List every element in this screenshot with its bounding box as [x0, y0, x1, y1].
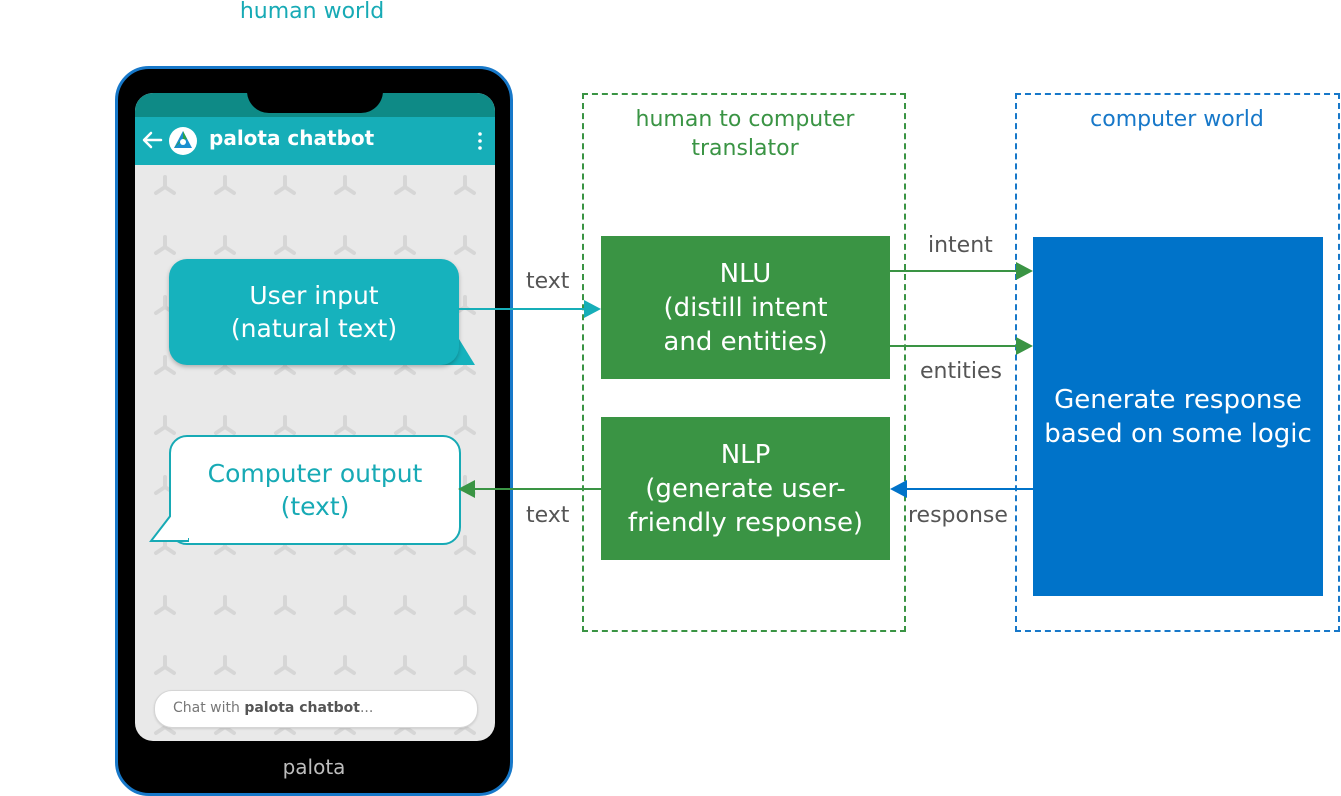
label-intent: intent	[928, 233, 993, 258]
label-text-out: text	[526, 503, 570, 528]
label-entities: entities	[920, 359, 1002, 384]
palota-logo-icon	[169, 127, 197, 155]
chat-input[interactable]: Chat with palota chatbot...	[154, 690, 478, 728]
app-bar: palota chatbot	[135, 117, 495, 165]
arrow-response	[890, 480, 1033, 498]
nlp-line1: NLP	[720, 439, 771, 470]
app-title: palota chatbot	[209, 126, 375, 150]
label-text-in: text	[526, 269, 570, 294]
response-logic-box: Generate response based on some logic	[1033, 237, 1323, 596]
label-response: response	[908, 503, 1008, 528]
user-bubble-line1: User input	[249, 281, 379, 310]
user-input-bubble: User input (natural text)	[169, 259, 459, 365]
phone-frame: palota chatbot User input (natural text)…	[115, 66, 513, 796]
chat-input-placeholder: Chat with palota chatbot...	[173, 700, 374, 716]
nlp-line2: (generate user-	[645, 473, 846, 504]
arrow-text-in	[458, 300, 601, 318]
nlu-line3: and entities)	[663, 326, 828, 357]
nlu-box: NLU (distill intent and entities)	[601, 236, 890, 379]
back-arrow-icon[interactable]	[139, 127, 165, 153]
nlp-box: NLP (generate user- friendly response)	[601, 417, 890, 560]
translator-region	[582, 93, 906, 632]
computer-world-title: computer world	[1090, 107, 1264, 132]
translator-title-line1: human to computer	[635, 107, 855, 132]
human-world-title: human world	[239, 0, 385, 24]
nlu-line1: NLU	[719, 258, 772, 289]
computer-output-bubble: Computer output (text)	[169, 435, 461, 545]
phone-brand: palota	[282, 755, 346, 779]
phone-screen: palota chatbot User input (natural text)…	[135, 93, 495, 741]
bot-bubble-tail	[149, 511, 189, 542]
logic-line2: based on some logic	[1044, 418, 1312, 449]
arrow-intent	[890, 262, 1033, 280]
phone-notch	[247, 93, 383, 113]
logic-line1: Generate response	[1054, 384, 1302, 415]
computer-world-region	[1015, 93, 1340, 632]
arrow-text-out	[458, 480, 601, 498]
more-options-icon[interactable]	[475, 129, 485, 153]
bot-bubble-line1: Computer output	[207, 459, 423, 488]
nlp-line3: friendly response)	[627, 507, 864, 538]
user-bubble-line2: (natural text)	[230, 314, 398, 343]
arrow-entities	[890, 337, 1033, 355]
bot-bubble-line2: (text)	[280, 492, 350, 521]
translator-title-line2: translator	[691, 136, 799, 161]
nlu-line2: (distill intent	[663, 292, 828, 323]
